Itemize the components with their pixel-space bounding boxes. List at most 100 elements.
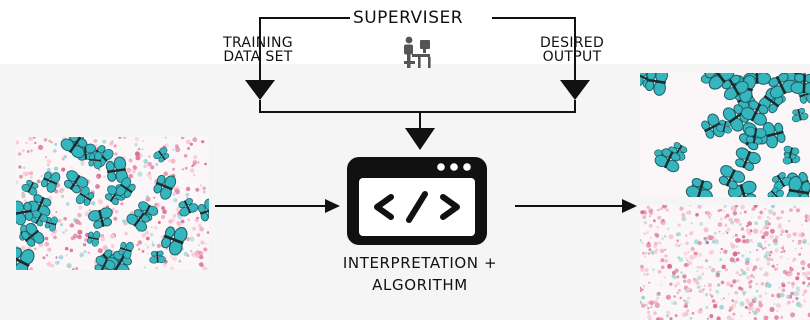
flower-speckle bbox=[141, 233, 146, 238]
flower-speckle bbox=[766, 283, 772, 288]
flower-speckle bbox=[113, 144, 117, 148]
flower-speckle bbox=[696, 270, 699, 273]
flower-speckle bbox=[690, 222, 693, 225]
flower-speckle bbox=[145, 236, 150, 241]
flower-speckle bbox=[100, 234, 105, 238]
flower-speckle bbox=[33, 247, 37, 251]
flower-speckle bbox=[143, 159, 149, 164]
flower-speckle bbox=[650, 305, 653, 309]
flower-speckle bbox=[751, 310, 754, 313]
flower-speckle bbox=[716, 316, 721, 320]
flower-speckle bbox=[781, 246, 785, 250]
flower-speckle bbox=[665, 208, 669, 212]
flower-speckle bbox=[779, 233, 783, 236]
flower-speckle bbox=[797, 241, 802, 245]
flower-speckle bbox=[46, 159, 52, 164]
flower-speckle bbox=[654, 302, 660, 308]
flower-speckle bbox=[669, 282, 673, 286]
flower-speckle bbox=[195, 187, 200, 192]
flower-speckle bbox=[676, 291, 679, 295]
flower-speckle bbox=[793, 291, 799, 297]
flower-speckle bbox=[686, 287, 691, 292]
flower-speckle bbox=[153, 225, 158, 230]
butterfly bbox=[735, 147, 761, 171]
flower-speckle bbox=[151, 243, 155, 247]
flower-speckle bbox=[199, 262, 204, 267]
flower-speckle bbox=[667, 263, 673, 269]
flower-speckle bbox=[802, 272, 806, 276]
code-window-icon bbox=[347, 157, 487, 245]
flower-speckle bbox=[44, 156, 48, 159]
flower-speckle bbox=[660, 258, 665, 263]
flower-speckle bbox=[756, 248, 759, 252]
flower-speckle bbox=[21, 149, 25, 153]
flower-speckle bbox=[36, 179, 41, 184]
flower-speckle bbox=[732, 235, 735, 238]
flower-speckle bbox=[745, 300, 751, 305]
flower-speckle bbox=[789, 266, 792, 269]
flower-speckle bbox=[155, 267, 158, 270]
flower-speckle bbox=[688, 261, 693, 265]
flower-speckle bbox=[800, 247, 803, 250]
flower-speckle bbox=[54, 142, 58, 146]
butterfly bbox=[721, 74, 749, 101]
butterfly bbox=[21, 179, 39, 196]
flower-speckle bbox=[78, 205, 83, 210]
flower-speckle bbox=[183, 154, 188, 158]
flower-speckle bbox=[768, 209, 773, 215]
flower-speckle bbox=[65, 254, 68, 257]
flower-speckle bbox=[763, 240, 767, 244]
flower-speckle bbox=[61, 167, 66, 172]
butterfly bbox=[60, 137, 88, 159]
flower-speckle bbox=[186, 139, 191, 145]
flower-speckle bbox=[750, 216, 753, 219]
flower-speckle bbox=[667, 227, 670, 231]
flower-speckle bbox=[192, 137, 198, 143]
flower-speckle bbox=[764, 292, 768, 295]
input-image-panel bbox=[16, 137, 209, 270]
flower-speckle bbox=[744, 260, 750, 266]
flower-speckle bbox=[779, 292, 785, 298]
flower-speckle bbox=[138, 248, 141, 251]
flower-speckle bbox=[640, 296, 643, 299]
flower-speckle bbox=[710, 295, 714, 298]
flower-speckle bbox=[705, 240, 709, 245]
flower-speckle bbox=[762, 226, 765, 228]
flower-speckle bbox=[47, 163, 50, 167]
flower-speckle bbox=[697, 275, 702, 281]
flower-speckle bbox=[646, 231, 649, 234]
flower-speckle bbox=[802, 281, 806, 285]
flower-speckle bbox=[717, 209, 721, 212]
flower-speckle bbox=[715, 272, 721, 278]
flower-speckle bbox=[132, 165, 137, 169]
desired-arrowhead bbox=[560, 80, 590, 100]
training-label-line1: TRAINING bbox=[223, 35, 293, 51]
flower-speckle bbox=[745, 275, 751, 280]
flower-speckle bbox=[767, 222, 771, 226]
flower-speckle bbox=[53, 235, 57, 240]
flower-speckle bbox=[146, 252, 149, 255]
flower-speckle bbox=[668, 234, 674, 240]
flower-speckle bbox=[61, 194, 65, 198]
flower-speckle bbox=[146, 173, 150, 177]
flower-speckle bbox=[715, 301, 718, 304]
flower-speckle bbox=[769, 234, 774, 239]
flower-speckle bbox=[63, 216, 67, 221]
flower-speckle bbox=[768, 243, 771, 247]
flower-speckle bbox=[172, 214, 177, 218]
flower-speckle bbox=[664, 254, 668, 258]
flower-speckle bbox=[699, 222, 703, 226]
butterfly bbox=[87, 230, 101, 247]
butterfly bbox=[685, 177, 713, 197]
flower-speckle bbox=[170, 266, 174, 270]
flower-speckle bbox=[729, 284, 734, 288]
flower-speckle bbox=[798, 253, 802, 256]
flower-speckle bbox=[739, 301, 745, 307]
flower-speckle bbox=[723, 209, 726, 213]
flower-speckle bbox=[43, 137, 48, 142]
flower-speckle bbox=[726, 231, 729, 234]
flower-speckle bbox=[135, 155, 141, 161]
flower-speckle bbox=[730, 205, 736, 211]
flower-speckle bbox=[752, 268, 756, 272]
